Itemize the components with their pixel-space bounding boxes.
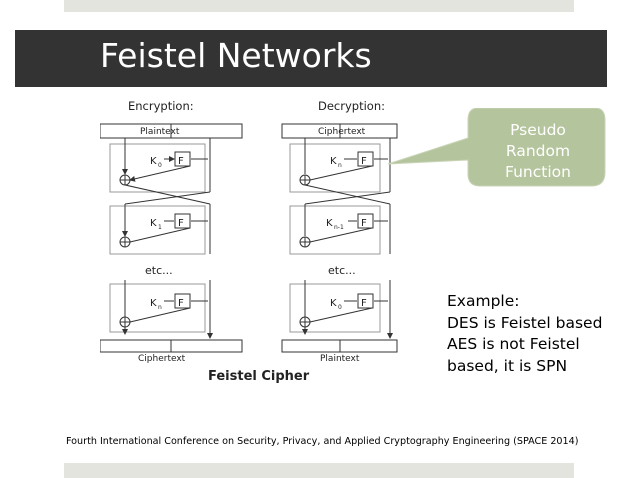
callout-line: Pseudo [510, 121, 566, 139]
callout-line: Function [505, 163, 571, 181]
f-label: F [361, 298, 367, 309]
key-label: K [330, 298, 337, 309]
callout-bubble [387, 108, 606, 187]
f-label: F [178, 156, 184, 167]
encryption-round-n: F K n [109, 280, 213, 339]
f-label: F [361, 156, 367, 167]
example-line: AES is not Feistel [447, 335, 580, 353]
decryption-output-label: Plaintext [320, 354, 360, 364]
key-label: K [150, 156, 157, 167]
key-subscript: 0 [158, 162, 162, 169]
feistel-cipher-diagram: Encryption: Plaintext F K 0 F K 1 e [100, 99, 398, 384]
callout-shape [387, 108, 606, 187]
encryption-heading: Encryption: [128, 99, 194, 113]
key-subscript: n [158, 304, 162, 311]
callout-line: Random [505, 142, 571, 160]
encryption-output-label: Ciphertext [138, 354, 186, 364]
decryption-round-1: F K n [289, 138, 391, 205]
decryption-round-n: F K 0 [289, 280, 393, 339]
example-line: DES is Feistel based [447, 313, 603, 332]
encryption-input-label: Plaintext [140, 127, 180, 137]
key-subscript: n-1 [334, 224, 344, 231]
callout-text: Pseudo Random Function [478, 120, 598, 183]
decryption-heading: Decryption: [318, 99, 385, 113]
f-label: F [361, 218, 367, 229]
key-label: K [150, 298, 157, 309]
etc-label: etc... [328, 264, 356, 277]
key-subscript: 0 [338, 304, 342, 311]
title-bar [15, 30, 607, 87]
example-heading: Example: [447, 292, 520, 310]
f-label: F [178, 218, 184, 229]
key-label: K [330, 156, 337, 167]
key-subscript: 1 [158, 224, 162, 231]
diagram-caption: Feistel Cipher [208, 369, 310, 384]
key-label: K [150, 218, 157, 229]
etc-label: etc... [145, 264, 173, 277]
example-text: Example: DES is Feistel based AES is not… [447, 291, 627, 377]
key-subscript: n [338, 162, 342, 169]
encryption-round-2: F K 1 [109, 204, 211, 255]
example-line: based, it is SPN [447, 356, 568, 375]
encryption-round-1: F K 0 [109, 138, 211, 205]
slide-title: Feistel Networks [100, 36, 372, 75]
footer-citation: Fourth International Conference on Secur… [66, 436, 579, 447]
f-label: F [178, 298, 184, 309]
decryption-round-2: F K n-1 [289, 204, 391, 255]
key-label: K [326, 218, 333, 229]
f-function-box [174, 151, 191, 167]
top-accent-strip [64, 0, 574, 12]
decryption-input-label: Ciphertext [318, 127, 366, 137]
bottom-accent-strip [64, 463, 574, 478]
